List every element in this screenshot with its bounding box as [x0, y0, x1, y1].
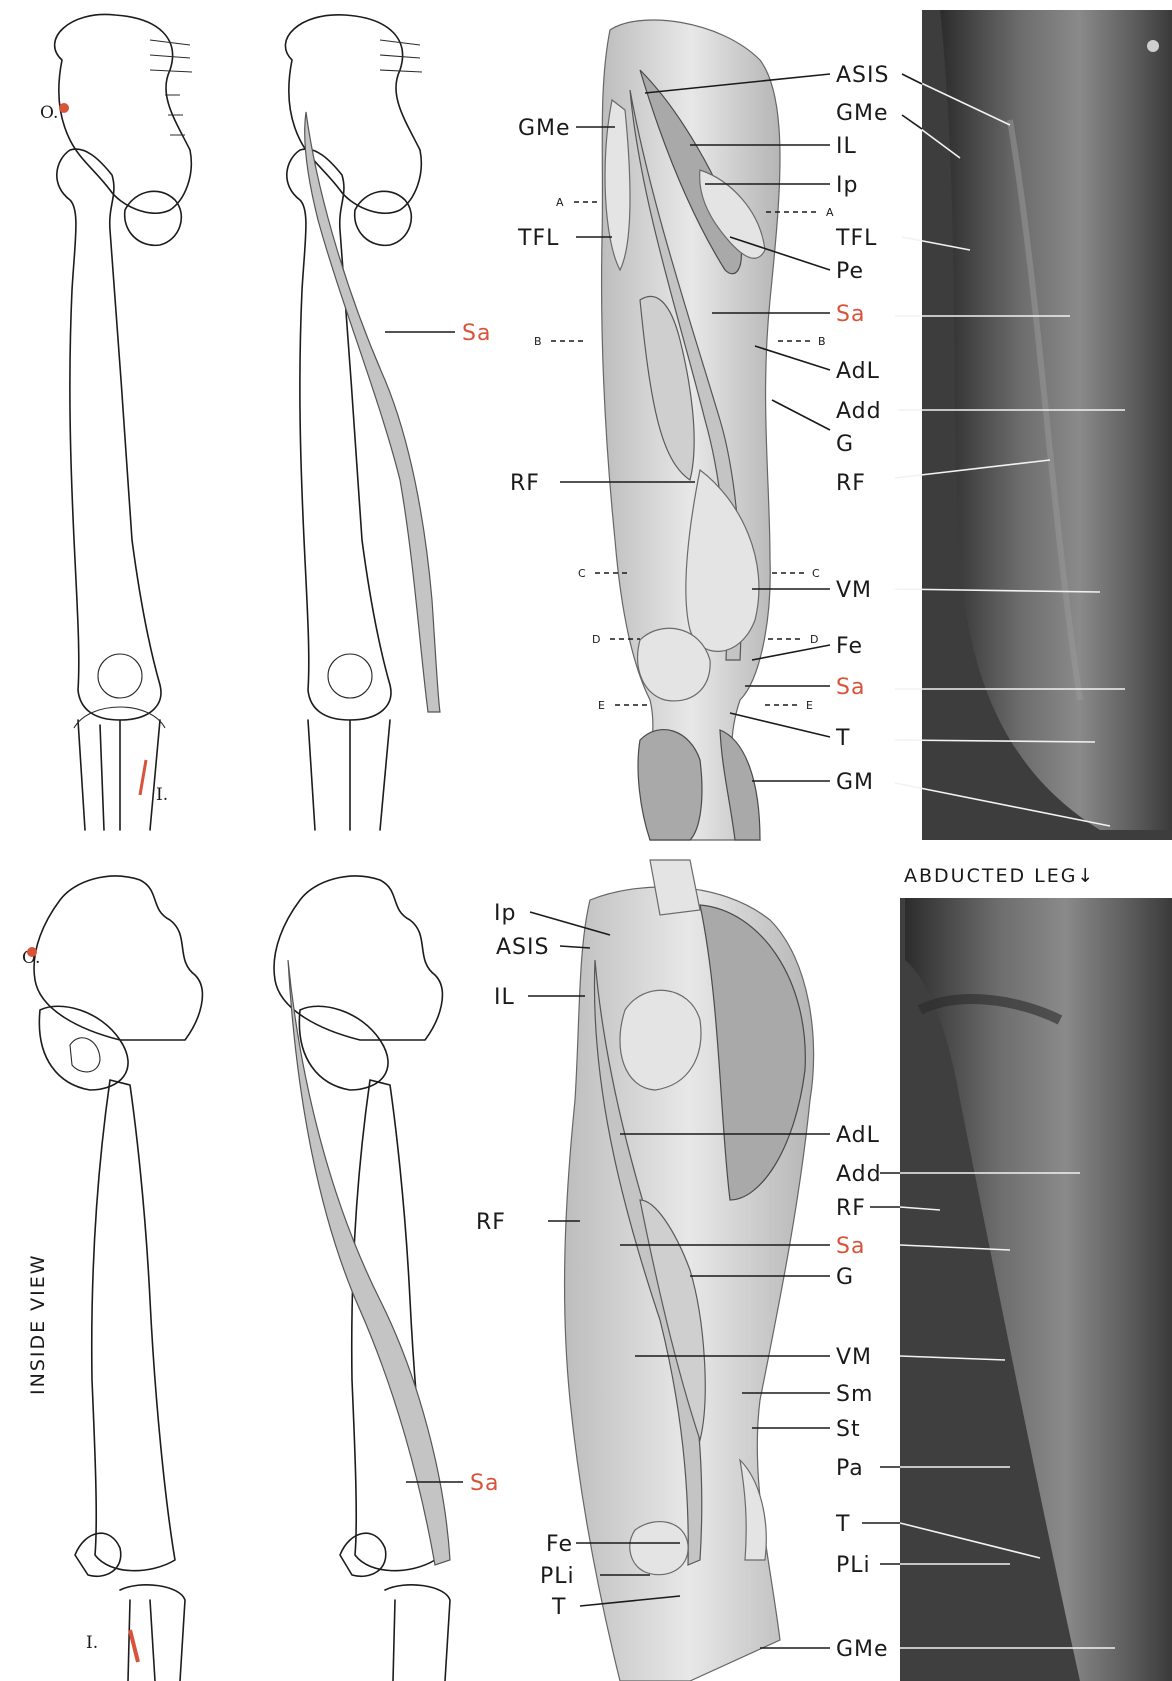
- p6-label-sa: Sa: [836, 1234, 865, 1259]
- inside-view-caption: INSIDE VIEW: [27, 1253, 49, 1395]
- sartorius-muscle: [305, 112, 440, 712]
- section-mark-b-left: B: [534, 335, 542, 348]
- p3-label-vm: VM: [836, 578, 872, 603]
- p6-label-vm: VM: [836, 1345, 872, 1370]
- sartorius-muscle-inside: [288, 960, 450, 1565]
- p6-label-sm: Sm: [836, 1382, 873, 1407]
- p3-label-sa: Sa: [836, 302, 865, 327]
- p6-label-rf-left: RF: [476, 1210, 506, 1235]
- p6-label-fe: Fe: [546, 1532, 573, 1557]
- section-mark-a-left: A: [556, 196, 564, 209]
- muscle-inside-panel: [565, 860, 814, 1681]
- p3-label-sa-lower: Sa: [836, 675, 865, 700]
- p6-label-asis: ASIS: [496, 935, 549, 960]
- skeleton-inside-panel: O. I. INSIDE VIEW: [22, 876, 202, 1681]
- insertion-mark-inside: I.: [86, 1633, 98, 1653]
- sartorius-front-panel: Sa: [285, 15, 491, 830]
- p6-label-adl: AdL: [836, 1123, 880, 1148]
- p3-label-gm: GM: [836, 770, 874, 795]
- p6-label-t-left: T: [551, 1595, 566, 1620]
- insertion-mark-line: [140, 760, 146, 795]
- p6-label-pa: Pa: [836, 1456, 864, 1481]
- photo-label-gme: GMe: [836, 101, 889, 126]
- abducted-leg-caption: ABDUCTED LEG↓: [904, 865, 1095, 887]
- p6-label-st: St: [836, 1417, 861, 1442]
- p3-label-t: T: [835, 726, 850, 751]
- photo-label-tfl: TFL: [835, 226, 877, 251]
- p3-label-ip: Ip: [836, 173, 858, 198]
- section-mark-d-right: D: [810, 633, 818, 646]
- origin-mark: O.: [40, 103, 58, 123]
- section-mark-d-left: D: [592, 633, 600, 646]
- insertion-mark-line-inside: [130, 1630, 138, 1662]
- p3-label-fe: Fe: [836, 634, 863, 659]
- muscle-front-panel: [602, 20, 780, 840]
- p6-label-il: IL: [494, 985, 515, 1010]
- p6-label-g: G: [836, 1265, 854, 1290]
- p3-label-rf-left: RF: [510, 471, 540, 496]
- p6-label-pli-left: PLi: [540, 1564, 575, 1589]
- p3-label-pe: Pe: [836, 259, 864, 284]
- p6-label-ip: Ip: [494, 901, 516, 926]
- p3-label-rf-right: RF: [836, 471, 866, 496]
- origin-dot: [59, 103, 69, 113]
- sartorius-label-inside: Sa: [470, 1471, 499, 1496]
- p3-label-tfl: TFL: [517, 226, 559, 251]
- section-mark-b-right: B: [818, 335, 826, 348]
- p6-label-add: Add: [836, 1162, 882, 1187]
- section-mark-a-right: A: [826, 206, 834, 219]
- photo-front-panel: GMe TFL: [835, 10, 1172, 840]
- sartorius-inside-panel: Sa: [274, 876, 499, 1681]
- p6-label-t-right: T: [835, 1512, 850, 1537]
- p6-label-rf-right: RF: [836, 1196, 866, 1221]
- p3-label-add: Add: [836, 399, 882, 424]
- skeleton-front-panel: O. I.: [40, 14, 192, 830]
- insertion-mark: I.: [156, 785, 168, 805]
- p6-label-pli-right: PLi: [836, 1553, 871, 1578]
- section-mark-e-left: E: [598, 699, 605, 712]
- p3-label-il: IL: [836, 134, 857, 159]
- section-mark-c-left: C: [578, 567, 586, 580]
- p6-label-gme: GMe: [836, 1637, 889, 1662]
- section-mark-e-right: E: [806, 699, 813, 712]
- p3-label-asis: ASIS: [836, 63, 889, 88]
- photo-inside-panel: [862, 898, 1172, 1681]
- section-mark-c-right: C: [812, 567, 820, 580]
- p3-label-gme: GMe: [518, 116, 571, 141]
- p3-label-g: G: [836, 432, 854, 457]
- origin-dot-inside: [27, 947, 37, 957]
- p3-label-adl: AdL: [836, 359, 880, 384]
- sartorius-label: Sa: [462, 321, 491, 346]
